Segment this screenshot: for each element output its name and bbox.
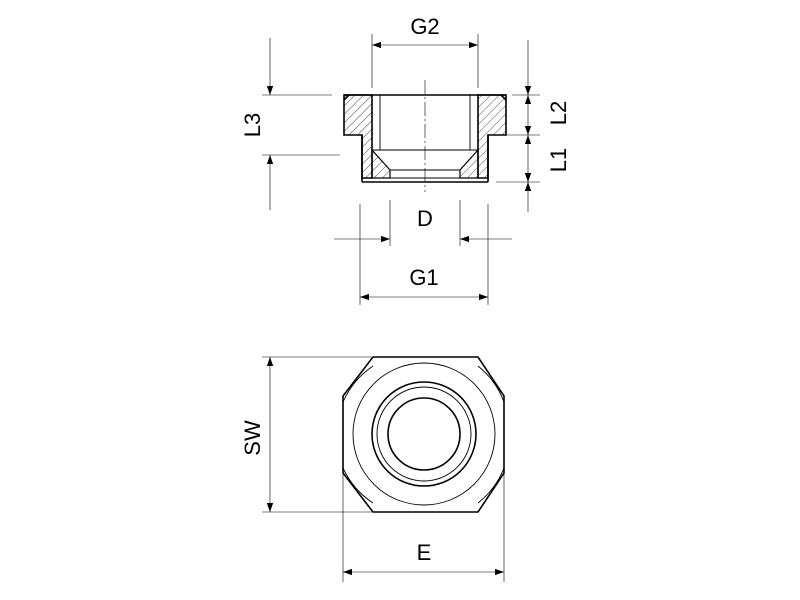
section-taper-right xyxy=(459,148,479,179)
label-sw: SW xyxy=(240,420,265,456)
section-view xyxy=(343,80,507,192)
label-l3: L3 xyxy=(240,113,265,137)
section-wall-left xyxy=(343,94,373,179)
thread-circle xyxy=(376,386,472,482)
section-wall-right xyxy=(477,94,507,179)
label-l2: L2 xyxy=(546,101,571,125)
label-g1: G1 xyxy=(409,265,438,290)
section-taper-left xyxy=(371,148,391,179)
bore-circle xyxy=(387,397,461,471)
dimension-e: E xyxy=(342,455,505,582)
label-g2: G2 xyxy=(410,14,439,39)
dimension-d: D xyxy=(334,200,512,246)
dimension-l3: L3 xyxy=(240,38,340,210)
dimension-g1: G1 xyxy=(359,204,489,305)
dimension-l2-l1: L2 L1 xyxy=(496,40,571,212)
label-e: E xyxy=(417,540,432,565)
dimension-sw: SW xyxy=(240,356,372,513)
dimension-g2: G2 xyxy=(371,14,479,88)
label-l1: L1 xyxy=(546,148,571,172)
flange-circle xyxy=(371,381,477,487)
plan-view xyxy=(342,356,505,513)
hexagon-outline xyxy=(342,356,505,513)
outer-chamfer-circle xyxy=(352,362,496,506)
label-d: D xyxy=(417,206,433,231)
